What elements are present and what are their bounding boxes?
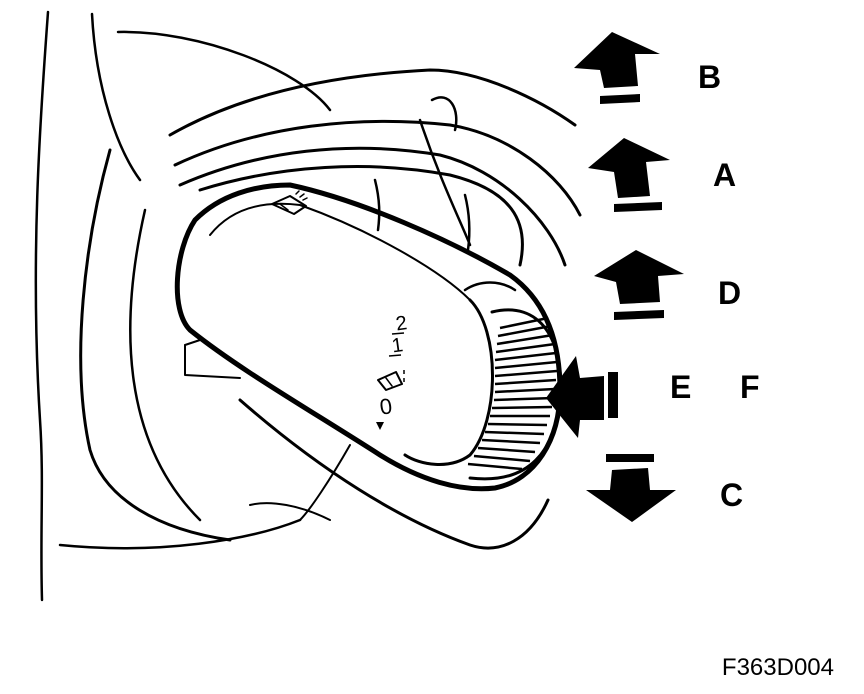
arrow-d — [594, 250, 684, 320]
label-e: E — [670, 369, 691, 405]
dial-position-0: 0 — [378, 393, 394, 419]
wiper-speed-markings: 2 1 0 — [376, 312, 408, 430]
dial-position-2: 2 — [394, 312, 408, 335]
label-c: C — [720, 477, 743, 513]
arrow-a — [588, 138, 670, 212]
label-a: A — [713, 157, 736, 193]
label-b: B — [698, 59, 721, 95]
label-d: D — [718, 275, 741, 311]
dial-position-1: 1 — [390, 334, 404, 357]
arrow-e-f-push — [546, 356, 618, 438]
arrow-c — [586, 454, 676, 522]
wiper-stalk-lever — [174, 182, 563, 492]
intermittent-wiper-icon — [377, 370, 405, 391]
windshield-washer-icon — [271, 190, 308, 215]
stalk-sleeves — [168, 68, 582, 550]
arrow-b — [574, 32, 660, 104]
figure-code: F363D004 — [721, 654, 834, 681]
rotary-wiper-knob[interactable] — [467, 308, 563, 481]
label-f: F — [740, 369, 760, 405]
steering-column-outline — [34, 10, 332, 602]
